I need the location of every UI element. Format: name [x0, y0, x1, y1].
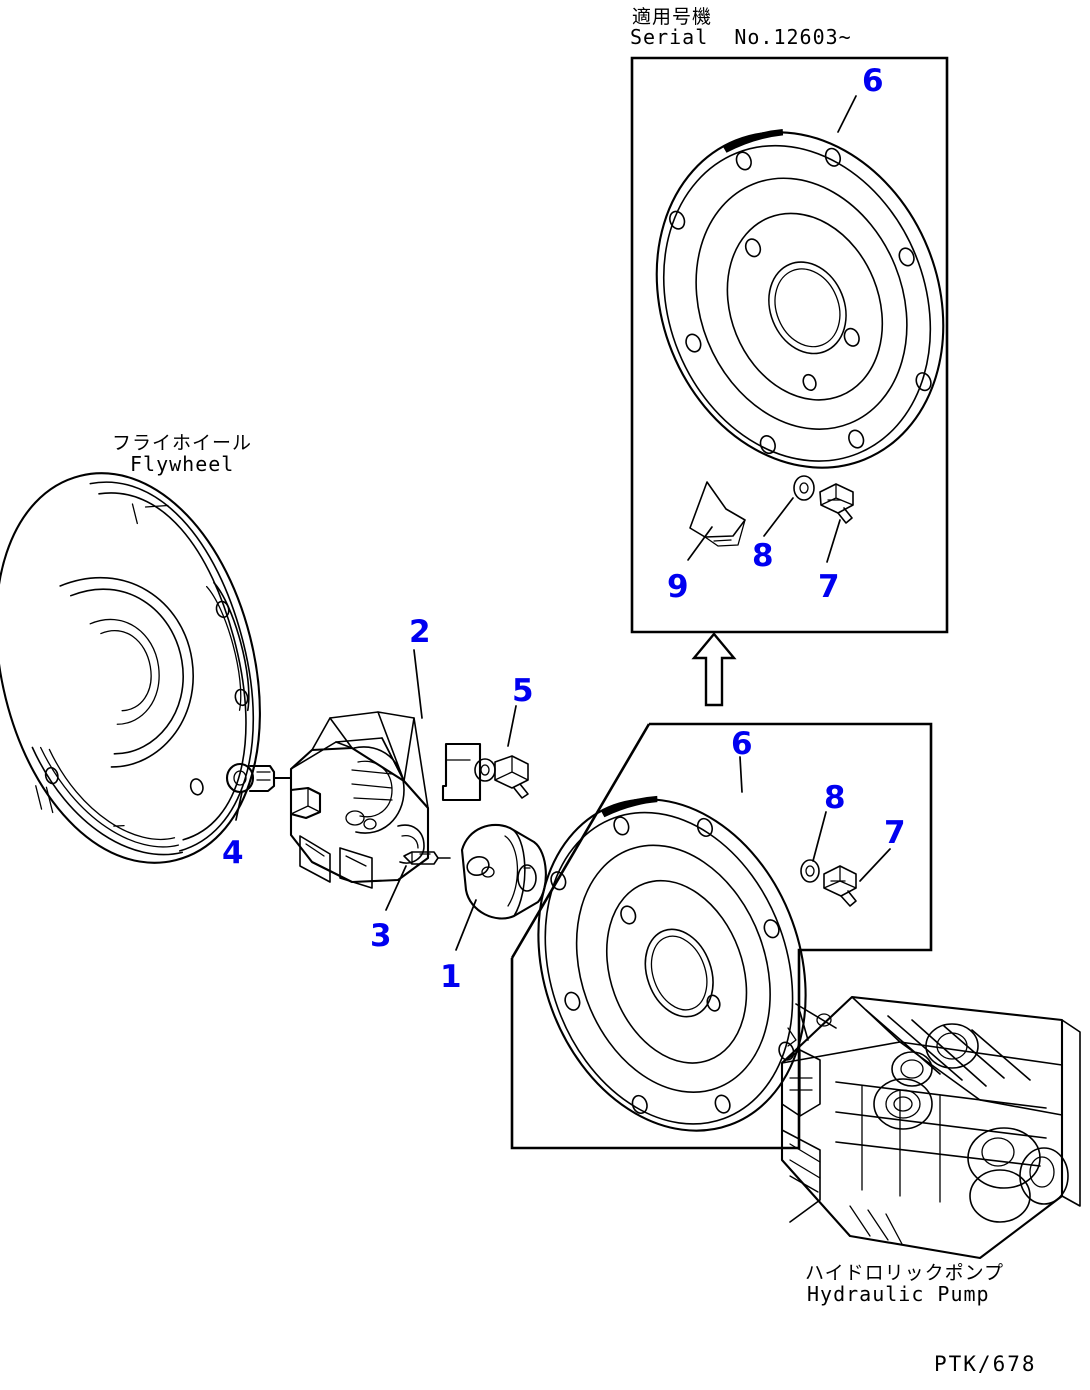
section-link-arrow [691, 632, 737, 707]
callout-2: 2 [409, 614, 431, 650]
inset-part-9-pin [689, 481, 746, 547]
hydraulic-pump-label-jp: ハイドロリックポンプ [805, 1262, 1005, 1284]
part-8-lower-washer [800, 859, 820, 883]
part-5-bolt [474, 705, 529, 799]
callout-7-lower: 7 [884, 815, 906, 851]
drawing-number: PTK/678 [934, 1352, 1037, 1376]
callout-1: 1 [440, 959, 462, 995]
inset-box-upper [630, 56, 949, 634]
callout-4: 4 [222, 835, 244, 871]
callout-6-lower: 6 [731, 726, 753, 762]
part-7-lower-bolt [823, 865, 857, 907]
leader-6-lower [739, 756, 743, 793]
flywheel-main [0, 472, 261, 864]
part-5-bracket-plate [441, 742, 482, 802]
hydraulic-pump [780, 995, 1081, 1260]
inset-drive-plate-assembly [655, 95, 945, 563]
inset-serial-note-jp: 適用号機 [632, 6, 713, 28]
flywheel-label-jp: フライホイール [112, 432, 253, 454]
callout-8-upper: 8 [752, 538, 774, 574]
leader-9 [687, 526, 713, 561]
inset-box-lower [510, 722, 933, 1150]
part-3-snap-ring [385, 851, 451, 911]
inset-part-8-washer [793, 475, 815, 501]
callout-6-upper: 6 [862, 63, 884, 99]
inset-part-7-bolt [819, 483, 854, 524]
callout-7-upper: 7 [818, 569, 840, 605]
part-1-coupling-hub [455, 823, 547, 951]
inset-serial-note-en: Serial No.12603~ [630, 25, 852, 49]
hydraulic-pump-label-en: Hydraulic Pump [807, 1282, 990, 1306]
leader-8-upper [763, 497, 794, 537]
flywheel-label-en: Flywheel [130, 452, 235, 476]
callout-9: 9 [667, 569, 689, 605]
lower-drive-plate-assembly [537, 756, 891, 1132]
part-4-bolt [225, 762, 292, 821]
part-2-damper-assembly [289, 649, 430, 889]
callout-3: 3 [370, 918, 392, 954]
callout-5: 5 [512, 673, 534, 709]
callout-8-lower: 8 [824, 780, 846, 816]
leader-6-upper [837, 95, 857, 133]
leader-8-lower [812, 811, 827, 862]
leader-7-upper [826, 519, 841, 563]
leader-7-lower [859, 848, 891, 882]
